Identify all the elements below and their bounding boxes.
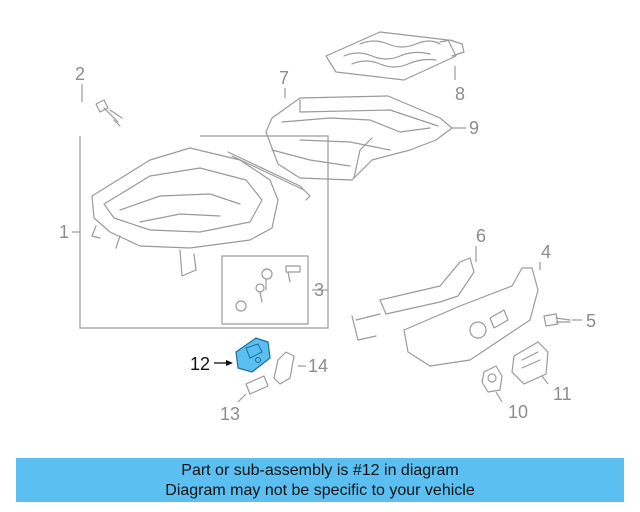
seat-track — [351, 257, 475, 341]
callout-5: 5 — [586, 311, 596, 331]
callout-1: 1 — [59, 222, 69, 242]
callout-7: 7 — [279, 68, 289, 88]
bolt-part — [95, 99, 123, 127]
callout-11: 11 — [553, 384, 572, 404]
highlighted-part-12[interactable] — [235, 337, 271, 373]
seat-cushion-pad — [265, 95, 453, 181]
banner-line-1: Part or sub-assembly is #12 in diagram — [181, 462, 459, 479]
leader-lines — [72, 66, 582, 403]
callout-14: 14 — [308, 356, 328, 376]
adjust-knob — [481, 365, 503, 393]
banner-line-2: Diagram may not be specific to your vehi… — [165, 482, 475, 499]
callout-2: 2 — [75, 64, 85, 84]
trim-cap — [245, 375, 269, 395]
callout-13: 13 — [220, 404, 240, 424]
parts-diagram: 1 2 3 4 5 6 7 8 9 10 11 12 13 14 — [59, 31, 596, 424]
switch-bezel — [273, 351, 295, 385]
callout-12: 12 — [190, 354, 210, 374]
screw-part — [543, 313, 571, 327]
seat-switch — [511, 341, 549, 385]
callout-3: 3 — [314, 280, 324, 300]
callout-6: 6 — [476, 226, 486, 246]
callout-8: 8 — [455, 84, 465, 104]
callout-9: 9 — [469, 118, 479, 138]
hardware-kit-box — [221, 255, 309, 325]
seat-heater-pad — [325, 31, 465, 81]
callout-4: 4 — [541, 242, 551, 262]
callout-10: 10 — [508, 402, 528, 422]
seat-frame-box — [79, 135, 329, 329]
info-banner: Part or sub-assembly is #12 in diagram D… — [16, 458, 624, 502]
side-trim-panel — [403, 267, 539, 367]
